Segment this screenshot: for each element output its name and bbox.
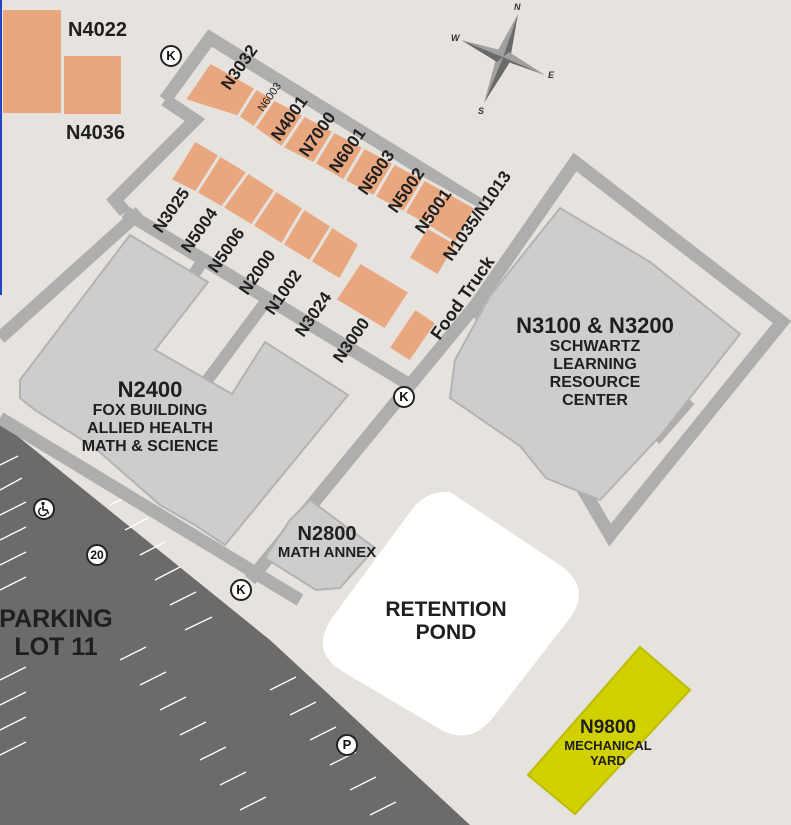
k-marker-bottom[interactable]: K (230, 579, 252, 601)
parking-line1: PARKING (0, 605, 113, 633)
n2400-line1: FOX BUILDING (92, 402, 208, 419)
parking-lot-11 (0, 422, 470, 825)
n2800-line1: MATH ANNEX (277, 544, 377, 561)
compass-east: E (548, 70, 555, 80)
portable-row-top (181, 60, 479, 279)
building-n3100-n3200 (448, 206, 742, 502)
n3100-line1: SCHWARTZ (549, 338, 641, 355)
parking-line2: LOT 11 (14, 633, 98, 661)
parking-lot-label: PARKING LOT 11 (0, 605, 118, 661)
label-n4036: N4036 (66, 122, 125, 144)
label-n4022: N4022 (68, 19, 127, 41)
lot-number-marker[interactable]: 20 (86, 544, 108, 566)
pond-line1: RETENTION (385, 598, 507, 621)
building-n2400-label: N2400 FOX BUILDING ALLIED HEALTH MATH & … (40, 378, 260, 456)
n9800-line1: MECHANICAL (564, 738, 652, 753)
n3100-number: N3100 & N3200 (516, 313, 674, 338)
parking-stripes (0, 455, 397, 816)
building-n9800 (526, 645, 692, 816)
building-n3100-label: N3100 & N3200 SCHWARTZ LEARNING RESOURCE… (480, 314, 710, 410)
building-n2800 (263, 498, 377, 592)
retention-pond (322, 491, 579, 736)
k-marker-center[interactable]: K (393, 386, 415, 408)
compass-south: S (478, 106, 485, 116)
n2400-line3: MATH & SCIENCE (81, 438, 219, 455)
building-n4036 (64, 56, 121, 114)
n2400-line2: ALLIED HEALTH (87, 420, 213, 437)
compass-north: N (514, 2, 521, 12)
n2800-number: N2800 (297, 523, 357, 545)
portable-row-bottom (167, 137, 440, 365)
n2400-number: N2400 (117, 377, 183, 402)
building-n9800-label: N9800 MECHANICAL YARD (550, 717, 666, 769)
n9800-line2: YARD (590, 753, 626, 768)
building-n2800-label: N2800 MATH ANNEX (260, 523, 394, 561)
building-n2400 (19, 233, 350, 547)
compass-icon (461, 14, 545, 103)
n3100-line4: CENTER (562, 392, 628, 409)
wheelchair-icon[interactable] (33, 498, 55, 520)
k-marker-top[interactable]: K (160, 45, 182, 67)
n9800-number: N9800 (580, 717, 636, 738)
compass-west: W (451, 33, 460, 43)
p-marker[interactable]: P (336, 734, 358, 756)
pond-line2: POND (415, 621, 477, 644)
n3100-line3: RESOURCE (549, 374, 641, 391)
n3100-line2: LEARNING (553, 356, 637, 373)
retention-pond-label: RETENTION POND (360, 598, 532, 644)
building-n4022 (3, 10, 61, 113)
